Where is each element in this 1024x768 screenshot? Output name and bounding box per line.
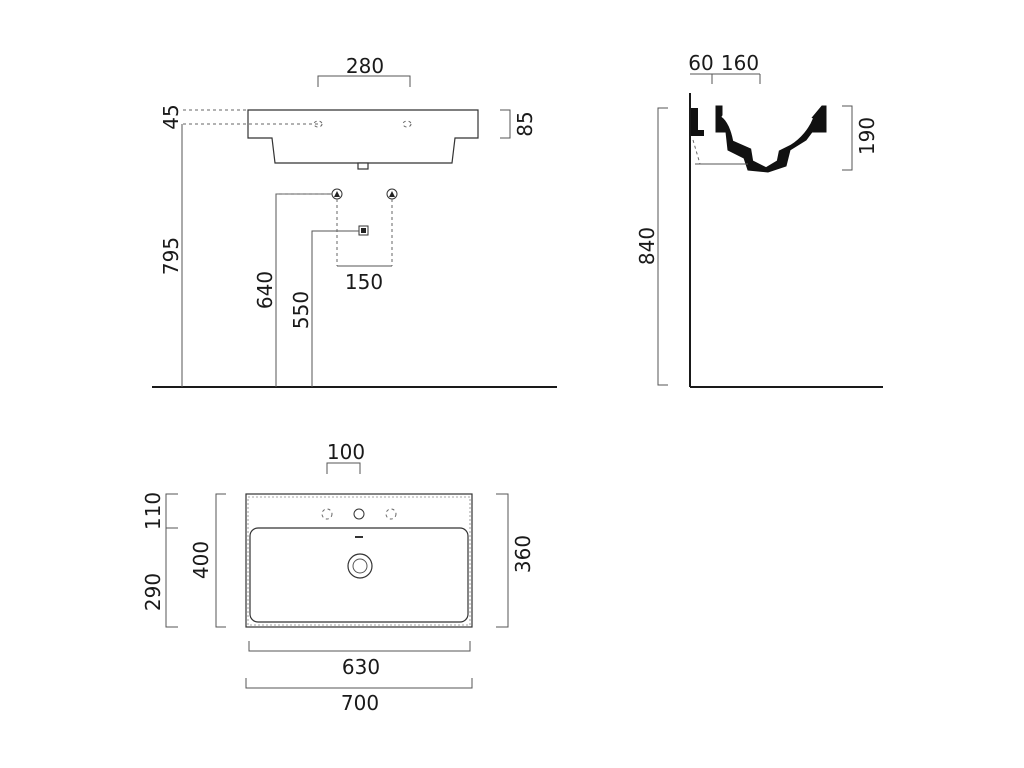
top-view: 100 110 290 400 360 630 700 <box>141 440 535 715</box>
dim-190-label: 190 <box>855 117 879 155</box>
dim-60-label: 60 <box>688 51 713 75</box>
dim-85-label: 85 <box>513 111 537 136</box>
front-tap-hole-right <box>402 120 412 128</box>
top-tap-hole-center <box>353 508 365 520</box>
dim-280-label: 280 <box>346 54 384 78</box>
dim-290-label: 290 <box>141 573 165 611</box>
dim-400-label: 400 <box>189 541 213 579</box>
dim-630-label: 630 <box>342 655 380 679</box>
side-view: 60 160 190 840 <box>635 51 883 388</box>
dim-550-label: 550 <box>289 291 313 329</box>
dim-110-290-bracket <box>165 493 178 628</box>
supply-valve-left-arrow-icon <box>334 191 340 197</box>
supply-valve-right-arrow-icon <box>389 191 395 197</box>
dim-100-bracket <box>326 462 361 474</box>
side-bowl-inner-line <box>721 115 813 168</box>
dim-110-label: 110 <box>141 492 165 530</box>
top-basin-inner-rim <box>247 496 471 626</box>
dim-160-label: 160 <box>721 51 759 75</box>
dim-840-bracket <box>657 107 668 386</box>
waste-outlet-fill-icon <box>361 228 366 233</box>
dim-400-bracket <box>215 493 226 628</box>
side-hidden-line <box>692 139 701 165</box>
dim-840-label: 840 <box>635 227 659 265</box>
dim-280-bracket <box>317 75 411 87</box>
dim-640-line <box>275 193 332 387</box>
front-tap-hole-left <box>313 120 323 128</box>
dim-630-bracket <box>248 641 471 652</box>
front-waste-outlet <box>357 162 369 170</box>
top-tap-hole-left <box>321 508 333 520</box>
dim-190-bracket <box>842 105 853 171</box>
dim-360-bracket <box>496 493 509 628</box>
top-overflow-slot <box>355 536 363 538</box>
dim-700-label: 700 <box>341 691 379 715</box>
dim-150-label: 150 <box>345 270 383 294</box>
dim-700-bracket <box>245 678 473 689</box>
top-tap-hole-right <box>385 508 397 520</box>
dim-640-label: 640 <box>253 271 277 309</box>
dim-360-label: 360 <box>511 535 535 573</box>
dim-795-label: 795 <box>159 237 183 275</box>
dim-45-label: 45 <box>159 104 183 129</box>
front-view: 280 45 85 795 640 550 150 <box>152 54 557 388</box>
front-basin-outline <box>247 109 479 164</box>
dim-550-line <box>311 230 359 387</box>
side-back-wall-section <box>691 108 704 136</box>
dim-85-bracket <box>500 109 511 139</box>
dim-100-label: 100 <box>327 440 365 464</box>
top-drain-inner-icon <box>352 558 368 574</box>
